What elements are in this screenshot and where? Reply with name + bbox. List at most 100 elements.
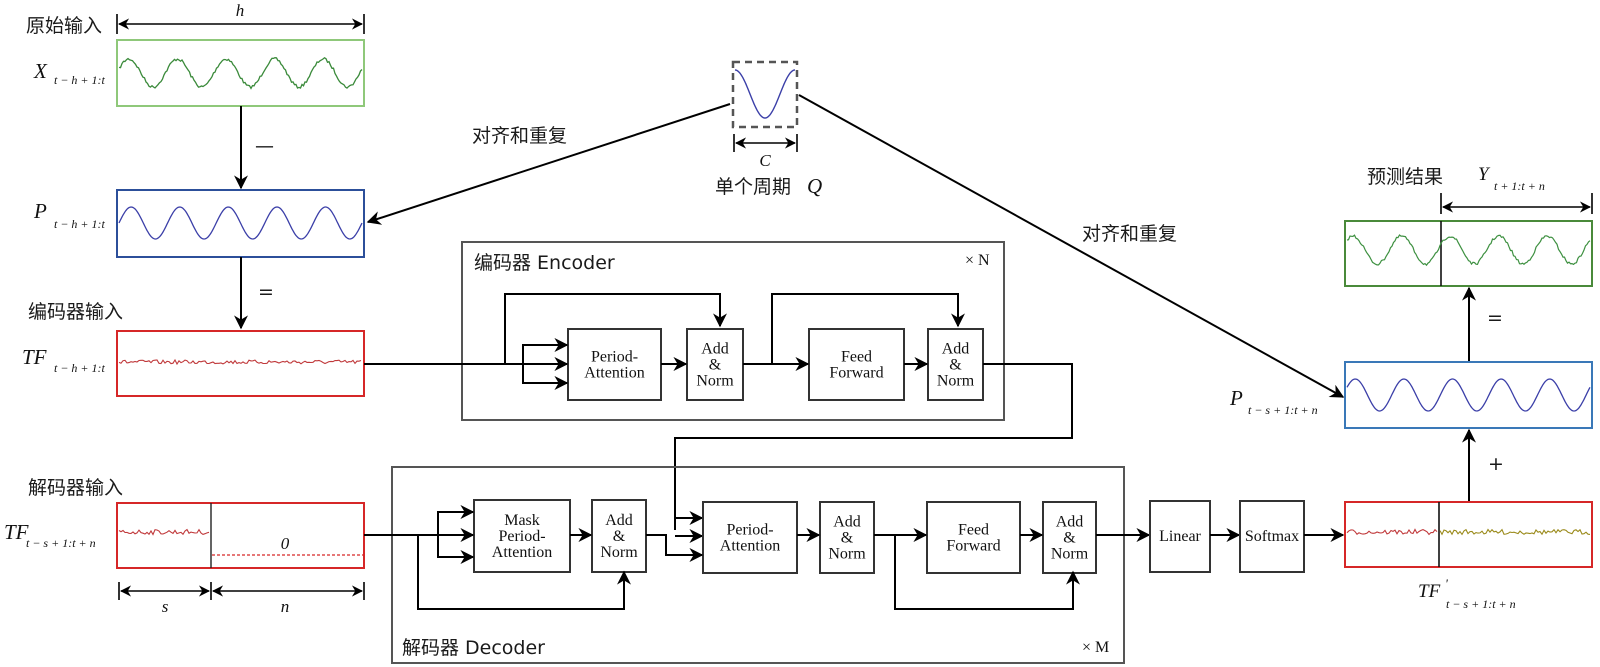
- period-series-waveform: [118, 206, 363, 240]
- encoder-add-norm-2-label: Norm: [937, 373, 975, 390]
- linear-label: Linear: [1159, 528, 1201, 545]
- encoder-residual-2: [771, 293, 965, 364]
- tf-symbol: TF: [22, 345, 47, 369]
- decoder-mask-period-attention-label: Mask: [504, 512, 540, 529]
- decoder-cross-q-wire: [646, 534, 704, 562]
- encoder-feed-forward-label: Forward: [829, 365, 883, 382]
- align-repeat-label-left: 对齐和重复: [472, 125, 567, 147]
- decoder-title: 解码器 Decoder: [402, 637, 545, 659]
- tfp-subscript: t − s + 1:t + n: [1446, 597, 1516, 611]
- single-period-label: 单个周期: [715, 176, 791, 198]
- y-dimension: [1440, 193, 1593, 214]
- decoder-input-box: [116, 502, 365, 569]
- encoder-add-norm-2-block: Add&Norm: [927, 328, 984, 401]
- tfp-prime: ': [1445, 576, 1448, 591]
- tfd-symbol: TF: [4, 520, 29, 544]
- encoder-period-attention-label: Period-: [591, 349, 638, 366]
- align-repeat-label-right: 对齐和重复: [1082, 223, 1177, 245]
- decoder-period-attention-label: Attention: [720, 538, 780, 555]
- encoder-add-norm-1-block: Add&Norm: [686, 328, 744, 401]
- encoder-feed-forward-rect: [808, 328, 905, 401]
- decoder-add-norm-3-block: Add&Norm: [1042, 501, 1097, 574]
- forecast-box: [1344, 220, 1593, 287]
- tf-subscript: t − h + 1:t: [54, 361, 106, 375]
- trend-output-series-label: TF ' t − s + 1:t + n: [1418, 576, 1516, 611]
- encoder-q-wire: [522, 338, 569, 364]
- decoder-period-attention-block: Period-Attention: [702, 501, 798, 574]
- encoder-input-waveform: [118, 358, 362, 366]
- decoder-mask-period-attention-rect: [473, 499, 571, 573]
- plus-operator: +: [1488, 453, 1504, 475]
- y-series-label: Y t + 1:t + n: [1478, 164, 1545, 193]
- encoder-add-norm-2-rect: [927, 328, 984, 401]
- x-subscript: t − h + 1:t: [54, 73, 106, 87]
- decoder-input-label: 解码器输入: [28, 477, 123, 499]
- softmax-block: [1239, 500, 1305, 573]
- decoder-period-attention-label: Period-: [726, 522, 773, 539]
- encoder-to-decoder-wire: [674, 363, 1073, 530]
- decoder-mask-period-attention-label: Period-: [498, 528, 545, 545]
- encoder-add-norm-1-label: &: [709, 357, 722, 374]
- decoder-mask-period-attention-label: Attention: [492, 544, 552, 561]
- decoder-v-wire: [437, 535, 475, 564]
- decoder-repeat: × M: [1082, 639, 1109, 656]
- s-label: s: [162, 597, 169, 616]
- prediction-result-label: 预测结果: [1367, 166, 1443, 188]
- p-subscript: t − h + 1:t: [54, 217, 106, 231]
- trend-output-waveform-history: [1346, 528, 1438, 536]
- minus-operator: —: [255, 135, 274, 157]
- decoder-input-series-label: TF t − s + 1:t + n: [4, 520, 96, 550]
- decoder-add-norm-1-block: Add&Norm: [591, 499, 647, 573]
- decoder-add-norm-1-label: Norm: [600, 544, 638, 561]
- decoder-add-norm-3-label: &: [1063, 530, 1076, 547]
- p-right-subscript: t − s + 1:t + n: [1248, 403, 1318, 417]
- raw-input-box: [116, 39, 365, 107]
- decoder-add-norm-2-rect: [819, 501, 875, 574]
- p-symbol: P: [33, 199, 47, 223]
- decoder-period-attention-rect: [702, 501, 798, 574]
- align-repeat-arrow-left: [366, 103, 731, 225]
- h-label: h: [236, 1, 245, 20]
- align-repeat-arrow-right: [798, 94, 1345, 398]
- c-dimension: C: [733, 134, 798, 170]
- encoder-v-wire: [522, 364, 569, 390]
- trend-output-box: [1344, 501, 1593, 568]
- y-subscript: t + 1:t + n: [1494, 179, 1545, 193]
- decoder-add-norm-1-label: Add: [605, 512, 633, 529]
- decoder-add-norm-1-label: &: [613, 528, 626, 545]
- decoder-add-norm-3-label: Add: [1056, 514, 1084, 531]
- decoder-q-wire: [437, 505, 475, 535]
- decoder-residual-2: [894, 535, 1080, 610]
- q-symbol: Q: [807, 174, 822, 198]
- s-n-dimension: s n: [118, 582, 365, 616]
- encoder-add-norm-2-label: &: [949, 357, 962, 374]
- c-label: C: [759, 151, 771, 170]
- future-period-label: P t − s + 1:t + n: [1229, 386, 1318, 417]
- decoder-feed-forward-label: Forward: [946, 538, 1000, 555]
- encoder-frame: [461, 241, 1005, 421]
- decoder-frame: [391, 466, 1125, 664]
- encoder-period-attention-block: Period-Attention: [567, 328, 662, 401]
- decoder-input-waveform: [118, 528, 210, 536]
- x-symbol: X: [33, 59, 48, 83]
- forecast-waveform: [1346, 234, 1591, 267]
- linear-block: [1149, 500, 1211, 573]
- decoder-add-norm-2-label: Add: [833, 514, 861, 531]
- encoder-input-label: 编码器输入: [28, 301, 123, 323]
- future-period-box: [1344, 361, 1593, 429]
- p-right-symbol: P: [1229, 386, 1243, 410]
- decoder-add-norm-1-rect: [591, 499, 647, 573]
- decoder-add-norm-3-label: Norm: [1051, 546, 1089, 563]
- encoder-title: 编码器 Encoder: [474, 252, 615, 274]
- h-dimension: h: [116, 1, 365, 34]
- encoder-add-norm-1-label: Norm: [696, 373, 734, 390]
- y-symbol: Y: [1478, 164, 1491, 185]
- tfp-symbol: TF: [1418, 581, 1441, 602]
- raw-input-series-label: X t − h + 1:t: [33, 59, 106, 87]
- tfd-subscript: t − s + 1:t + n: [26, 536, 96, 550]
- decoder-add-norm-2-block: Add&Norm: [819, 501, 875, 574]
- single-period-box: [731, 60, 799, 129]
